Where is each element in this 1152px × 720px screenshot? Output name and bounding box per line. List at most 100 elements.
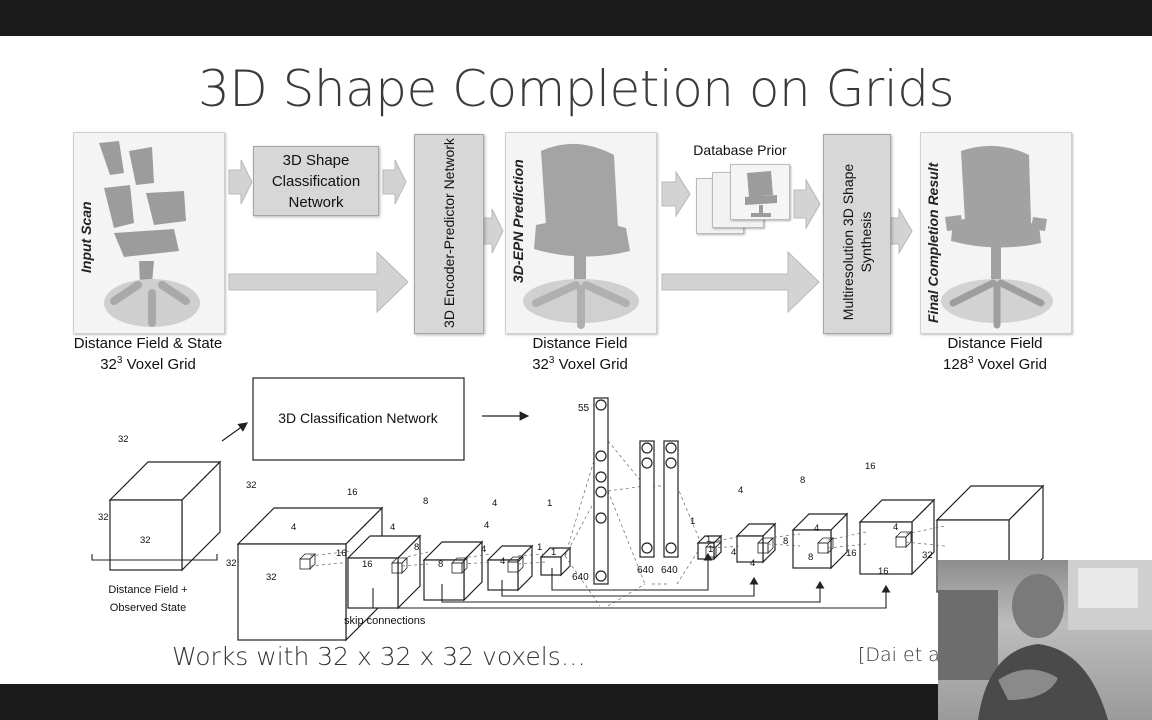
final-chair (941, 145, 1053, 329)
dimension-label-0: 32 (118, 434, 129, 445)
presenter-silhouette (938, 560, 1152, 720)
bottom-note: Works with 32 x 32 x 32 voxels… (172, 642, 586, 671)
dashed-connector-25 (905, 525, 946, 535)
kernel-2 (391, 557, 408, 574)
dimension-label-9: 16 (362, 559, 373, 570)
skip-arrowhead-0 (881, 584, 891, 593)
dashed-connector-20 (711, 545, 743, 549)
input-grid-size: 32 (100, 356, 117, 373)
encoder-volume-8-front (423, 559, 465, 601)
dashed-connector-14 (607, 490, 646, 585)
dimension-label-31: 16 (865, 461, 876, 472)
skip-arrowhead-1 (815, 580, 825, 589)
kernel-6-front (757, 542, 769, 554)
dashed-connector-7 (517, 561, 546, 565)
dashed-connector-1 (309, 561, 353, 567)
encoder-volume-4-front (487, 559, 519, 591)
database-prior-stack (688, 164, 798, 236)
encoder-volume-1-front (540, 556, 562, 576)
dimension-label-14: 4 (484, 520, 489, 531)
skip-connections-label: skip connections (344, 615, 426, 627)
decoder-volume-16 (858, 498, 936, 576)
fc-neuron-2 (595, 471, 607, 483)
net-classification-box (252, 377, 465, 461)
skip-connection-1 (441, 584, 821, 603)
dimension-label-30: 4 (814, 523, 819, 534)
dimension-label-7: 16 (347, 487, 358, 498)
kernel-6 (757, 537, 774, 554)
net-arrow-to-classification (221, 422, 248, 442)
skip-arrowhead-3 (703, 552, 713, 561)
dimension-label-10: 4 (390, 522, 395, 533)
dashed-connector-26 (905, 541, 946, 547)
input-caption-line1: Distance Field & State (73, 335, 223, 352)
fc-neuron-5 (595, 570, 607, 582)
kernel-3 (451, 557, 468, 574)
arrow-input-to-encoder (228, 250, 409, 314)
dimension-label-6: 4 (291, 522, 296, 533)
dimension-label-19: 1 (537, 542, 542, 553)
arrow-synthesis-to-final (889, 207, 913, 255)
kernel-5 (705, 541, 722, 558)
database-prior-label: Database Prior (693, 142, 787, 158)
kernel-3-front (451, 562, 463, 574)
dimension-label-22: 1 (706, 534, 711, 545)
dimension-label-34: 4 (893, 522, 898, 533)
net-classification-label: 3D Classification Network (278, 410, 438, 426)
input-grid-unit: Voxel Grid (122, 356, 196, 373)
input-bracket (91, 554, 218, 561)
dimension-label-20: 1 (551, 547, 556, 558)
encoder-volume-1 (539, 546, 572, 577)
dimension-label-24: 4 (738, 485, 743, 496)
arrow-prior (661, 170, 691, 218)
dimension-label-2: 32 (140, 535, 151, 546)
final-grid-exponent: 3 (968, 355, 974, 366)
fc-neuron-0 (595, 399, 607, 411)
dashed-connector-0 (309, 550, 353, 557)
dimension-label-4: 32 (226, 558, 237, 569)
pipeline-arrows (228, 159, 913, 314)
kernel-4-front (507, 561, 519, 573)
dashed-connector-11 (607, 440, 646, 487)
encoder-volume-16 (346, 534, 422, 610)
dashed-connector-13 (607, 583, 646, 607)
dimension-label-17: 4 (500, 556, 505, 567)
final-grid-unit: Voxel Grid (973, 356, 1047, 373)
fc-size-3: 640 (661, 565, 678, 576)
partial-chair-scan (99, 141, 200, 327)
arrow-classification-to-encoder (382, 159, 407, 205)
fc-neuron-4 (595, 512, 607, 524)
epn-grid-unit: Voxel Grid (554, 356, 628, 373)
fc-neuron-11 (665, 542, 677, 554)
decoder-volume-16-front (859, 521, 913, 575)
fc-top-label: 55 (578, 403, 590, 414)
dashed-connector-2 (401, 551, 429, 559)
final-result-panel: Final Completion Result (920, 132, 1072, 334)
input-grid-exponent: 3 (116, 355, 123, 366)
fc-neuron-6 (641, 442, 653, 454)
dashed-connector-5 (461, 561, 493, 565)
dashed-connector-12 (607, 485, 646, 492)
prior-chair-icon (745, 171, 777, 217)
fc-layer-640-c (663, 440, 679, 558)
classification-network-label: 3D Shape Classification Network (271, 151, 361, 211)
fc-neuron-7 (641, 457, 653, 469)
decoder-volume-8-front (792, 529, 832, 569)
dimension-label-16: 4 (481, 544, 486, 555)
dimension-label-11: 8 (423, 496, 428, 507)
dashed-connector-23 (827, 531, 867, 541)
encoder-volume-32-front (237, 543, 347, 641)
kernel-5-front (705, 546, 717, 558)
dashed-connector-3 (401, 563, 429, 567)
skip-arrowhead-2 (749, 576, 759, 585)
dimension-label-33: 16 (878, 566, 889, 577)
kernel-1-front (299, 558, 311, 570)
skip-connection-2 (501, 580, 755, 597)
dimension-label-1: 32 (98, 512, 109, 523)
input-caption-line2: 323 Voxel Grid (48, 354, 248, 375)
fc-neuron-1 (595, 450, 607, 462)
dashed-connector-19 (711, 535, 743, 543)
input-volume-cube (108, 460, 222, 572)
dimension-label-27: 8 (800, 475, 805, 486)
slide-title: 3D Shape Completion on Grids (197, 60, 955, 118)
